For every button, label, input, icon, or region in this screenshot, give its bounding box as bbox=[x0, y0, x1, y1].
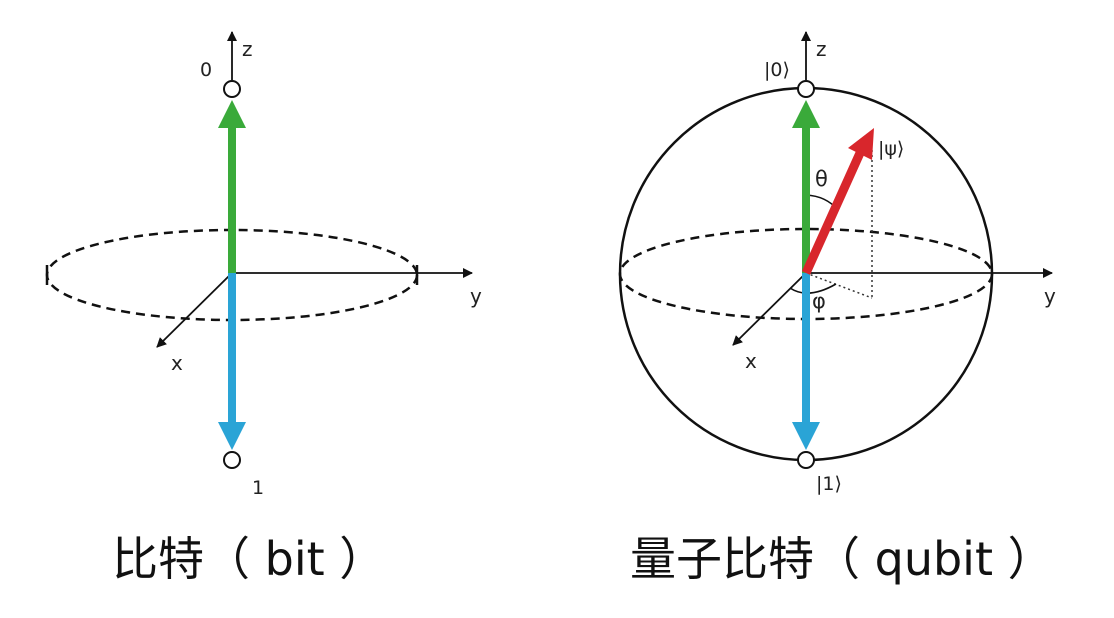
bit-one-arrow-head bbox=[218, 422, 246, 450]
qubit-caption: 量子比特（ qubit ） bbox=[630, 532, 1054, 586]
psi-arrow-shaft bbox=[801, 151, 865, 275]
psi-label: |ψ⟩ bbox=[878, 138, 904, 160]
qubit-one-arrow-head bbox=[792, 422, 820, 450]
bit-caption: 比特（ bit ） bbox=[112, 532, 386, 586]
qubit-x-axis bbox=[732, 272, 807, 346]
bit-x-axis bbox=[156, 272, 233, 348]
bit-one-pole bbox=[223, 451, 241, 469]
qubit-diagram: z y x |0⟩ |1⟩ |ψ⟩ θ φ bbox=[618, 31, 1056, 495]
qubit-y-label: y bbox=[1044, 284, 1056, 308]
psi-arrow-head bbox=[848, 128, 874, 160]
phi-label: φ bbox=[812, 289, 826, 313]
bit-diagram: z y x 0 1 bbox=[45, 31, 482, 499]
bit-z-label: z bbox=[242, 37, 253, 61]
psi-equatorial-projection bbox=[805, 272, 873, 299]
qubit-z-label: z bbox=[816, 37, 827, 61]
phi-angle-arc bbox=[789, 283, 837, 294]
bit-zero-arrow-head bbox=[218, 100, 246, 128]
bit-y-label: y bbox=[470, 284, 482, 308]
bit-zero-label: 0 bbox=[200, 59, 212, 81]
qubit-one-label: |1⟩ bbox=[816, 473, 842, 495]
bit-one-label: 1 bbox=[252, 477, 264, 499]
bit-x-label: x bbox=[171, 351, 183, 375]
qubit-one-pole bbox=[797, 451, 815, 469]
qubit-zero-label: |0⟩ bbox=[764, 59, 790, 81]
theta-label: θ bbox=[815, 167, 828, 191]
bit-zero-pole bbox=[223, 80, 241, 98]
qubit-x-label: x bbox=[745, 349, 757, 373]
qubit-zero-arrow-head bbox=[792, 100, 820, 128]
qubit-zero-pole bbox=[797, 80, 815, 98]
